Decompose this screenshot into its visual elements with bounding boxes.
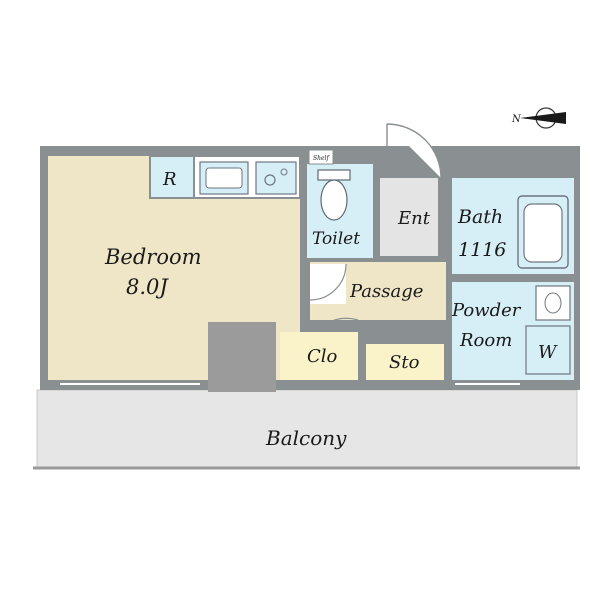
refrigerator-space bbox=[149, 155, 195, 199]
bedroom-label: Bedroom bbox=[104, 245, 202, 269]
washer-label: W bbox=[538, 342, 558, 363]
closet-area bbox=[280, 332, 358, 380]
stove-burner bbox=[264, 174, 276, 186]
entrance-door-swing bbox=[386, 123, 442, 179]
entrance-label: Ent bbox=[397, 208, 431, 229]
structural-column bbox=[208, 322, 276, 392]
passage-door-swing bbox=[309, 263, 347, 301]
compass-north-label: N bbox=[511, 114, 522, 125]
closet-label: Clo bbox=[307, 346, 338, 367]
stove-burner bbox=[280, 168, 288, 176]
entrance-area bbox=[380, 178, 438, 256]
powder-room-label: Powder bbox=[451, 300, 522, 321]
toilet-tank bbox=[317, 169, 351, 181]
bedroom-size: 8.0J bbox=[126, 275, 169, 299]
storage-area bbox=[366, 344, 444, 380]
washer-space bbox=[525, 325, 571, 375]
refrigerator-label: R bbox=[162, 169, 177, 190]
bathtub-inner bbox=[523, 203, 563, 263]
toilet-bowl bbox=[320, 179, 348, 221]
storage-door bbox=[371, 321, 439, 343]
vanity-basin bbox=[544, 292, 562, 314]
toilet-label: Toilet bbox=[312, 229, 360, 249]
storage-label: Sto bbox=[389, 352, 420, 373]
closet-door bbox=[317, 317, 359, 331]
bath-label: Bath bbox=[457, 206, 503, 228]
north-compass: N bbox=[511, 107, 566, 129]
balcony-area bbox=[36, 389, 578, 469]
passage-label: Passage bbox=[349, 281, 423, 302]
powder-room-label-2: Room bbox=[459, 330, 512, 351]
toilet-shelf bbox=[308, 149, 334, 165]
bath-size: 1116 bbox=[458, 239, 506, 261]
stove-box bbox=[255, 161, 297, 195]
balcony-label: Balcony bbox=[265, 426, 347, 450]
vanity-sink bbox=[535, 285, 571, 321]
toilet-shelf-label: Shelf bbox=[313, 155, 330, 162]
sink-basin bbox=[205, 167, 243, 189]
